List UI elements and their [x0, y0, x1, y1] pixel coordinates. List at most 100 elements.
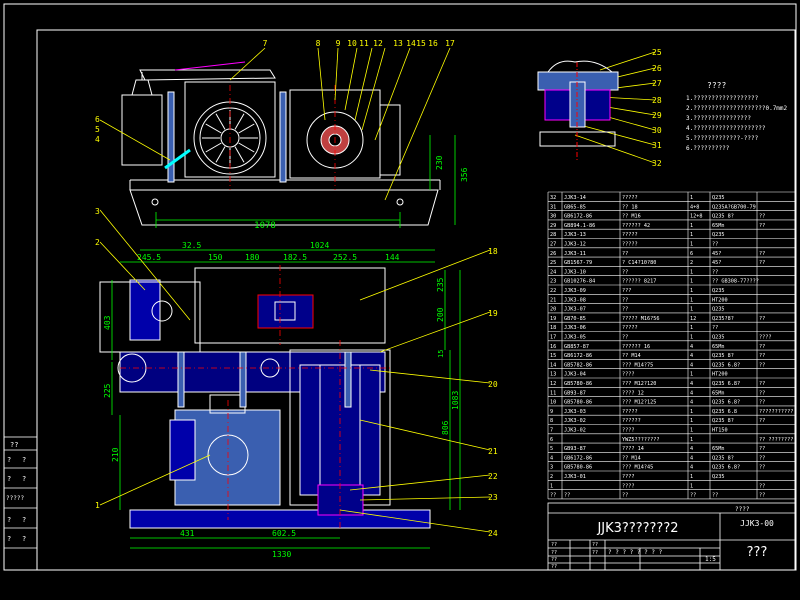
- parts-cell: ???? 12: [622, 390, 644, 396]
- parts-cell: ??: [759, 465, 765, 471]
- fan-blade: [215, 113, 226, 130]
- parts-cell: JJK3-02: [564, 418, 586, 424]
- parts-cell: Q235: [712, 335, 725, 341]
- top-view-dimensions: [155, 135, 456, 228]
- parts-cell: 1: [690, 242, 693, 248]
- parts-cell: 1: [690, 195, 693, 201]
- parts-cell: ????: [622, 372, 635, 378]
- revision-row-3b: ?: [22, 475, 26, 483]
- parts-cell: ?????? 8217: [622, 279, 656, 285]
- parts-cell: ??: [622, 269, 628, 275]
- parts-cell: ??: [759, 223, 765, 229]
- dim-left-403: 403: [103, 315, 112, 330]
- parts-cell: ????: [759, 335, 772, 341]
- parts-cell: Q235 6.8?: [712, 362, 740, 368]
- dim-top-width: 1078: [254, 221, 276, 231]
- parts-cell: ?? GB308-77????: [712, 279, 759, 285]
- parts-cell: GB10276-84: [564, 279, 595, 285]
- parts-cell: JJK3-02: [564, 428, 586, 434]
- parts-cell: ??: [622, 307, 628, 313]
- balloon-13: 13: [393, 39, 403, 48]
- parts-cell: 3: [550, 465, 553, 471]
- parts-cell: ?? M14: [622, 353, 641, 359]
- notes-heading: ????: [707, 81, 726, 90]
- parts-cell: 17: [550, 335, 556, 341]
- parts-cell: 2: [690, 260, 693, 266]
- drawing-code: JJK3-00: [740, 519, 774, 528]
- parts-cell: 6: [550, 437, 553, 443]
- parts-header-cell: ??: [759, 493, 765, 499]
- balloon-25: 25: [652, 48, 662, 57]
- centerlines: [120, 85, 390, 530]
- parts-cell: ???????????: [759, 409, 793, 415]
- brake-bracket: [129, 279, 161, 341]
- parts-cell: Q235: [712, 232, 725, 238]
- parts-cell: 4: [690, 455, 693, 461]
- stage-labels: ? ? ? ? ? ? ? ?: [608, 549, 663, 556]
- notes-line-3: 3.????????????????: [686, 115, 751, 122]
- balloon-16: 16: [428, 39, 438, 48]
- parts-header-cell: ??: [564, 493, 570, 499]
- parts-cell: 8: [550, 418, 553, 424]
- dim-right-15: 15: [437, 350, 445, 358]
- parts-cell: 4: [550, 455, 553, 461]
- parts-cell: Q235 8?: [712, 455, 734, 461]
- parts-cell: ????: [622, 474, 635, 480]
- fan-blade: [238, 142, 255, 153]
- parts-cell: 2: [550, 474, 553, 480]
- revision-row-3a: ?: [7, 475, 11, 483]
- parts-cell: Q235 6.8: [712, 409, 737, 415]
- parts-cell: 1: [690, 232, 693, 238]
- parts-cell: ?? M16: [622, 214, 641, 220]
- parts-cell: ??????: [622, 418, 641, 424]
- parts-cell: Q235 8?: [712, 214, 734, 220]
- balloon-23: 23: [488, 493, 498, 502]
- parts-cell: ??: [622, 251, 628, 257]
- parts-cell: 5: [550, 446, 553, 452]
- parts-cell: ????? M16?56: [622, 316, 659, 322]
- parts-cell: GB70-85: [564, 316, 586, 322]
- dim-left-210: 210: [111, 447, 120, 462]
- dim-left-225: 225: [103, 383, 112, 398]
- parts-cell: ??: [759, 381, 765, 387]
- revision-row-2a: ?: [7, 456, 11, 464]
- dim-top-height-a: 230: [435, 155, 444, 170]
- parts-cell: YWZ5????????: [622, 437, 659, 443]
- parts-cell: Q235 6.8?: [712, 400, 740, 406]
- balloon-29: 29: [652, 111, 662, 120]
- scale: 1:5: [705, 556, 716, 563]
- dim-row-b-3: 182.5: [283, 253, 307, 262]
- parts-cell: 4: [690, 400, 693, 406]
- parts-cell: Q235: [712, 288, 725, 294]
- gear-box: [194, 267, 386, 344]
- parts-cell: 1: [690, 223, 693, 229]
- parts-cell: ??: [712, 269, 718, 275]
- balloon-10: 10: [347, 39, 357, 48]
- parts-cell: 30: [550, 214, 556, 220]
- parts-cell: 1: [690, 428, 693, 434]
- notes-line-1: 1.??????????????????: [686, 95, 759, 102]
- parts-cell: ??: [759, 455, 765, 461]
- dim-bottom-602: 602.5: [272, 529, 296, 538]
- balloon-24: 24: [488, 529, 498, 538]
- balloon-8: 8: [316, 39, 321, 48]
- balloon-18: 18: [488, 247, 498, 256]
- balloon-30: 30: [652, 126, 662, 135]
- parts-cell: 4: [690, 390, 693, 396]
- parts-cell: 12: [550, 381, 556, 387]
- process-label: ??: [551, 557, 557, 563]
- parts-cell: GB5780-86: [564, 465, 592, 471]
- parts-header-cell: ??: [712, 493, 718, 499]
- parts-cell: HT200: [712, 372, 728, 378]
- parts-cell: JJK3-11: [564, 251, 586, 257]
- parts-cell: ?????: [622, 409, 638, 415]
- notes-line-5: 5.?????????????-????: [686, 135, 759, 142]
- parts-cell: GB6172-86: [564, 455, 592, 461]
- company-name: ???: [747, 545, 768, 560]
- parts-cell: ?????: [622, 242, 638, 248]
- balloon-12: 12: [373, 39, 383, 48]
- parts-cell: Q235 8?: [712, 418, 734, 424]
- parts-cell: ??: [759, 362, 765, 368]
- parts-cell: GB65-85: [564, 204, 586, 210]
- parts-cell: ?????: [622, 325, 638, 331]
